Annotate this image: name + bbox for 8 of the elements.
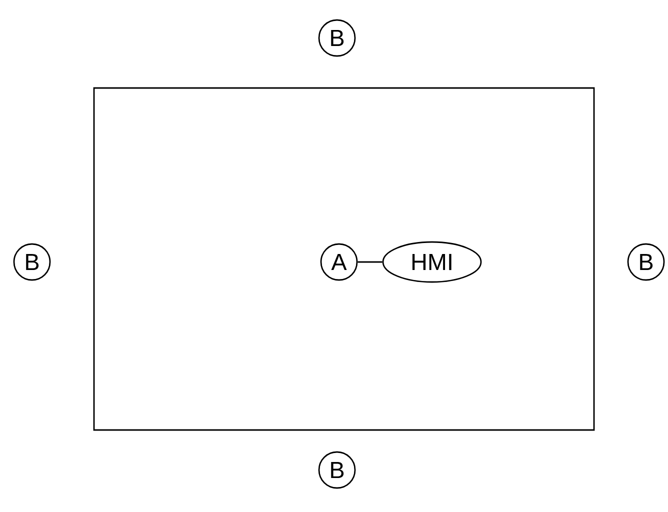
circle-node: B	[627, 243, 665, 281]
connector-line	[358, 261, 382, 263]
circle-node: B	[318, 19, 356, 57]
frame-box	[93, 87, 595, 431]
ellipse-node: HMI	[382, 241, 482, 283]
circle-node: B	[318, 451, 356, 489]
circle-node: B	[13, 243, 51, 281]
circle-node: A	[320, 243, 358, 281]
